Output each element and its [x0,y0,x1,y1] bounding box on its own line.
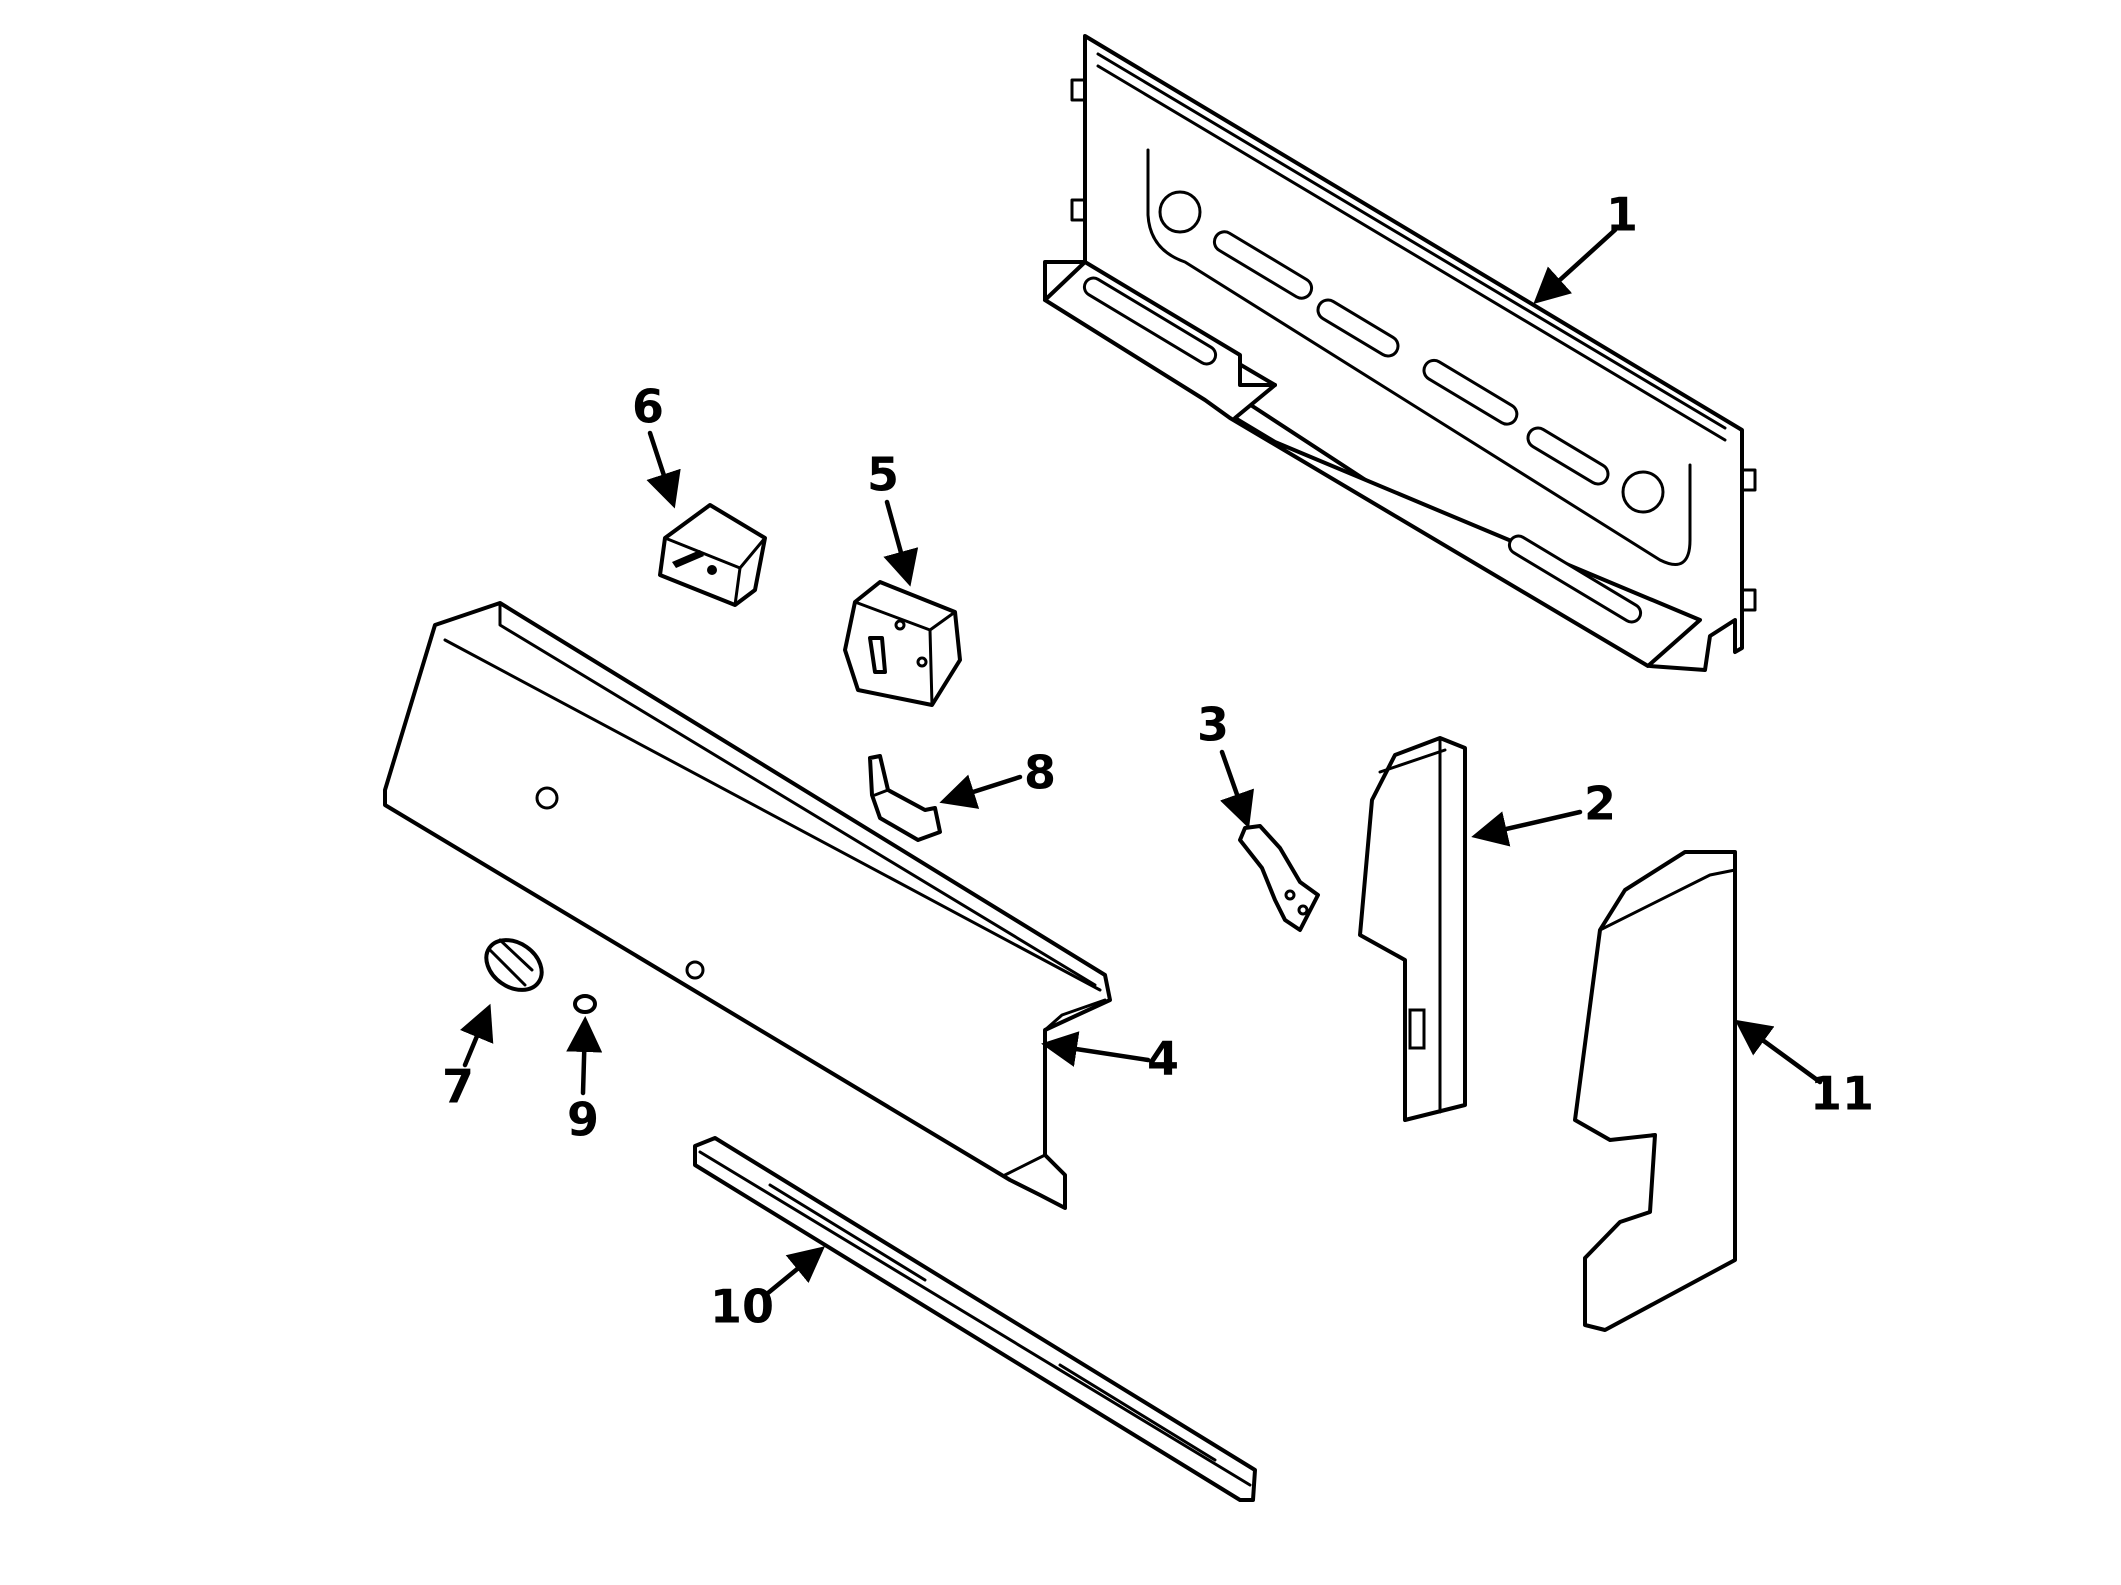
leader-3 [1219,749,1254,829]
leader-6 [646,430,681,509]
callout-7: 7 [442,1060,474,1114]
callout-3: 3 [1197,698,1229,752]
leader-11 [1734,1019,1823,1085]
part-3-bracket-clip [1238,824,1320,932]
callout-labels: 1 2 3 4 5 6 7 8 9 10 11 [442,188,1874,1334]
leader-1 [1533,227,1618,305]
part-9-screw [573,994,597,1014]
leader-7 [460,1003,494,1068]
part-10-trim-strip [693,1136,1257,1502]
callout-9: 9 [567,1093,599,1147]
leader-9 [566,1016,603,1096]
part-5-switch [843,580,962,707]
leader-2 [1471,809,1583,847]
leader-4 [1041,1031,1151,1067]
callout-10: 10 [710,1280,774,1334]
callout-1: 1 [1606,188,1638,242]
leader-8 [939,774,1023,809]
callout-4: 4 [1147,1032,1179,1086]
callout-2: 2 [1584,777,1616,831]
part-11-side-panel [1573,850,1737,1332]
callout-8: 8 [1024,746,1056,800]
part-1-backguard-panel [1043,34,1757,672]
part-6-terminal-block [658,503,767,607]
part-4-control-panel [383,601,1112,1210]
callout-6: 6 [632,380,664,434]
part-7-control-knob [484,938,544,992]
callout-11: 11 [1810,1067,1874,1121]
part-2-side-trim [1358,736,1467,1122]
leader-lines [460,227,1823,1296]
part-8-clip [868,754,942,842]
callout-5: 5 [867,448,899,502]
leader-10 [765,1246,825,1296]
leader-5 [883,499,919,587]
